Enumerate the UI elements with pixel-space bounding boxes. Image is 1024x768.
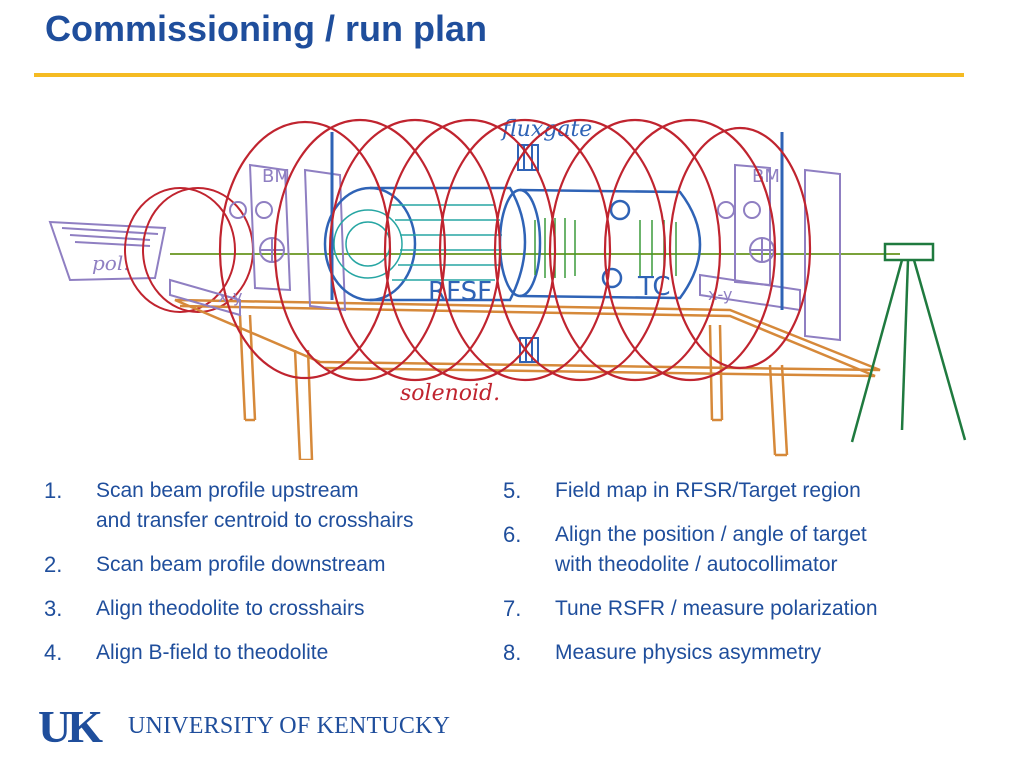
solenoid-label: solenoid. <box>400 381 500 406</box>
tc-label: TC <box>637 272 671 302</box>
pol-label: pol. <box>92 251 130 275</box>
step-text: and transfer centroid to crosshairs <box>96 509 414 532</box>
step-text: Field map in RFSR/Target region <box>555 479 861 502</box>
step-number: 7. <box>503 596 522 621</box>
step-text: Scan beam profile downstream <box>96 553 386 576</box>
step-text: Align theodolite to crosshairs <box>96 597 365 620</box>
step-text: Tune RSFR / measure polarization <box>555 597 878 620</box>
step-number: 2. <box>44 552 63 577</box>
step-number: 4. <box>44 640 63 665</box>
apparatus-sketch: pol. BM BM x-y x-y <box>48 117 967 460</box>
step-item: 4. Align B-field to theodolite <box>44 638 494 668</box>
bm-right-label: BM <box>752 166 780 187</box>
university-name: UNIVERSITY OF KENTUCKY <box>128 713 451 739</box>
step-number: 6. <box>503 522 522 547</box>
uk-logo-mark: UK <box>38 701 103 752</box>
step-item: 6. Align the position / angle of target … <box>503 520 973 580</box>
step-number: 5. <box>503 478 522 503</box>
slide-title: Commissioning / run plan <box>45 8 488 49</box>
xy-right-label: x-y <box>708 285 732 304</box>
step-item: 2. Scan beam profile downstream <box>44 550 494 580</box>
steps-left-column: 1. Scan beam profile upstream and transf… <box>44 476 494 682</box>
bm-left-label: BM <box>262 166 290 187</box>
step-text: Align B-field to theodolite <box>96 641 329 664</box>
xy-left-label: x-y <box>218 287 242 306</box>
tc-field-lines <box>534 218 677 278</box>
polarimeter-box <box>48 220 167 282</box>
university-logo: UK UNIVERSITY OF KENTUCKY <box>38 701 450 752</box>
step-text: Measure physics asymmetry <box>555 641 822 664</box>
step-item: 7. Tune RSFR / measure polarization <box>503 594 973 624</box>
step-text: Align the position / angle of target <box>555 523 867 546</box>
step-number: 8. <box>503 640 522 665</box>
rfsf-field-lines <box>333 204 502 281</box>
reference-posts <box>330 132 784 310</box>
theodolite-tripod <box>850 242 967 443</box>
step-item: 3. Align theodolite to crosshairs <box>44 594 494 624</box>
crosshair-targets <box>229 201 775 263</box>
support-table <box>174 298 881 460</box>
step-item: 5. Field map in RFSR/Target region <box>503 476 973 506</box>
step-text: Scan beam profile upstream <box>96 479 359 502</box>
step-number: 3. <box>44 596 63 621</box>
step-number: 1. <box>44 478 63 503</box>
steps-right-column: 5. Field map in RFSR/Target region 6. Al… <box>503 476 973 682</box>
step-item: 8. Measure physics asymmetry <box>503 638 973 668</box>
solenoid-coils <box>218 118 812 382</box>
step-text: with theodolite / autocollimator <box>555 553 838 576</box>
step-item: 1. Scan beam profile upstream and transf… <box>44 476 494 536</box>
title-underline <box>34 73 964 77</box>
